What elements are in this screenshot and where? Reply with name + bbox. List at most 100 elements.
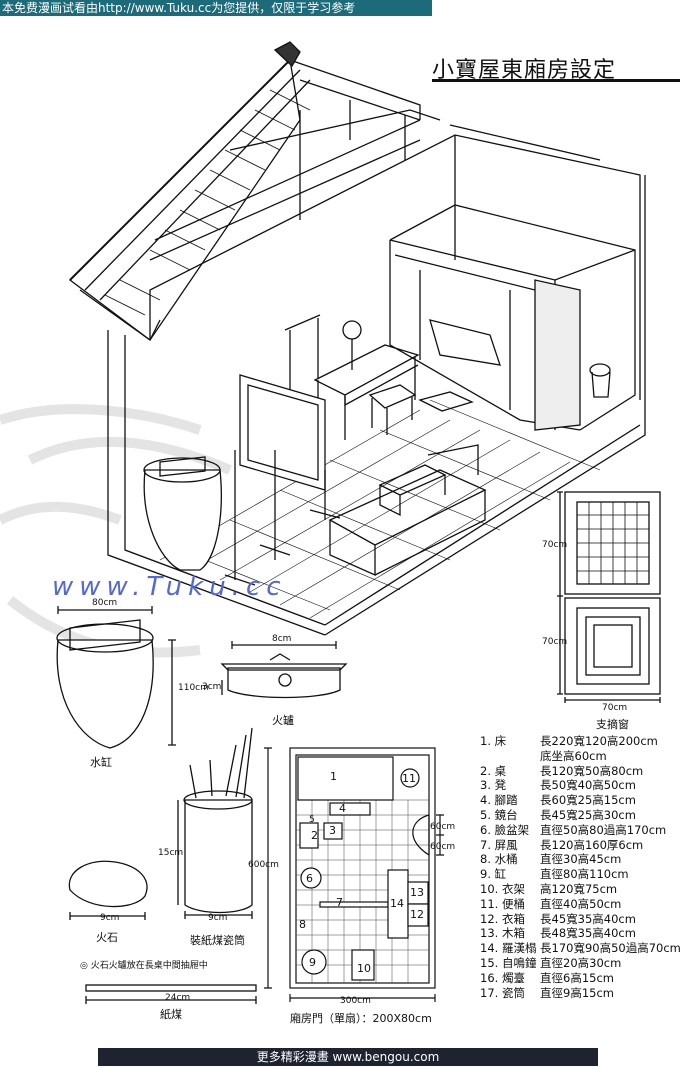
legend-item-spec: 長120寬50高80cm	[540, 763, 644, 778]
legend-row: 4. 腳踏長60寬25高15cm	[474, 793, 694, 808]
paper-coal-length: 24cm	[165, 993, 191, 1003]
legend-row: 9. 缸 直徑80高110cm	[474, 867, 694, 882]
legend-row: 6. 臉盆架直徑50高80過高170cm	[474, 823, 694, 838]
plan-num-13: 13	[410, 886, 424, 899]
paper-coal-label: 紙煤	[160, 1008, 182, 1021]
plan-num-3: 3	[329, 824, 336, 837]
floor-plan	[264, 747, 444, 1002]
legend-item-name	[474, 749, 540, 764]
legend-item-name: 7. 屏風	[480, 837, 518, 852]
legend-item-spec: 直徑80高110cm	[540, 867, 629, 882]
legend-item-name: 17. 瓷筒	[480, 985, 525, 1000]
legend-row: 12. 衣箱長45寬35高40cm	[474, 912, 694, 927]
folding-screen	[224, 374, 341, 586]
water-jar-drawing	[56, 606, 176, 749]
source-banner[interactable]: 本免费漫画试看由http://www.Tuku.cc为您提供，仅限于学习参考	[0, 0, 432, 16]
luohan-bed	[328, 444, 487, 577]
legend-row: 1. 床 長220寬120高200cm	[474, 734, 694, 749]
tuku-watermark: www.Tuku.cc	[52, 572, 287, 602]
legend-item-name: 5. 鏡台	[480, 807, 518, 822]
legend-item-spec: 長120高160厚6cm	[540, 837, 644, 852]
window-width: 70cm	[602, 703, 628, 713]
plan-num-11: 11	[402, 772, 416, 785]
plan-num-7: 7	[336, 896, 343, 909]
legend-item-name: 13. 木箱	[480, 926, 525, 941]
legend-item-name: 16. 燭臺	[480, 970, 525, 985]
legend-item-spec: 長45寬25高30cm	[540, 807, 636, 822]
plan-num-2: 2	[311, 829, 318, 842]
brazier-height: 3cm	[202, 682, 222, 692]
holder-label: 裝紙煤瓷筒	[190, 934, 245, 947]
water-jar-height: 110cm	[178, 683, 209, 693]
water-jar-width: 80cm	[92, 598, 118, 608]
legend-item-name: 11. 便桶	[480, 896, 525, 911]
window-panels	[557, 491, 661, 703]
holder-drawing	[177, 727, 253, 919]
brazier-drawing	[220, 641, 348, 699]
flint-drawing	[68, 860, 148, 920]
placement-note: ◎ 火石火罏放在長桌中間抽屜中	[80, 961, 208, 971]
plan-dim-b: 60cm	[430, 842, 456, 852]
legend-item-spec: 直徑40高50cm	[540, 896, 622, 911]
legend-row: 5. 鏡台 長45寬25高30cm	[474, 808, 694, 823]
room-walls	[107, 100, 646, 636]
legend-item-name: 2. 桌	[480, 763, 507, 778]
brazier-width: 8cm	[272, 634, 292, 644]
legend-row: 15. 自鳴鐘直徑20高30cm	[474, 956, 694, 971]
plan-num-12: 12	[410, 908, 424, 921]
room-water-jar	[143, 456, 222, 571]
legend-item-spec: 長220寬120高200cm	[540, 734, 658, 748]
legend-item-name: 10. 衣架	[480, 881, 525, 896]
legend-item-spec: 長48寬35高40cm	[540, 926, 636, 941]
legend-row: 10. 衣架高120寬75cm	[474, 882, 694, 897]
plan-width: 300cm	[340, 996, 371, 1006]
legend-item-spec: 長60寬25高15cm	[540, 793, 636, 808]
legend-item-name: 15. 自鳴鐘	[480, 955, 537, 970]
legend-row: 8. 水桶直徑30高45cm	[474, 852, 694, 867]
legend-item-spec: 長45寬35高40cm	[540, 911, 636, 926]
holder-height: 15cm	[158, 848, 184, 858]
page-title: 小寶屋東廂房設定	[432, 52, 682, 83]
legend-row: 7. 屏風 長120高160厚6cm	[474, 838, 694, 853]
paper-coal-drawing	[85, 984, 257, 1004]
legend-item-name: 6. 臉盆架	[480, 822, 530, 837]
legend-item-name: 3. 凳	[480, 778, 507, 793]
plan-num-4: 4	[339, 802, 346, 815]
water-jar-label: 水缸	[90, 756, 112, 769]
legend-item-spec: 長50寬40高50cm	[540, 778, 636, 793]
legend-item-spec: 直徑30高45cm	[540, 852, 622, 867]
plan-height: 600cm	[248, 860, 279, 870]
plan-num-6: 6	[306, 872, 313, 885]
legend-item-spec: 直徑50高80過高170cm	[540, 822, 667, 837]
brazier-label: 火罏	[272, 714, 294, 727]
legend-row: 13. 木箱長48寬35高40cm	[474, 926, 694, 941]
plan-num-9: 9	[309, 956, 316, 969]
legend-row: 2. 桌 長120寬50高80cm	[474, 764, 694, 779]
plan-num-10: 10	[357, 962, 371, 975]
title-underline	[432, 79, 680, 82]
legend-row: 16. 燭臺直徑6高15cm	[474, 971, 694, 986]
legend-item-name: 14. 羅漢榻	[480, 941, 537, 956]
window-height-2: 70cm	[542, 637, 568, 647]
window-label: 支摘窗	[596, 718, 629, 731]
plan-num-5: 5	[309, 815, 315, 825]
legend-row: 11. 便桶直徑40高50cm	[474, 897, 694, 912]
legend-item-name: 1. 床	[480, 734, 507, 748]
footer-banner[interactable]: 更多精彩漫畫 www.bengou.com	[98, 1048, 598, 1066]
flint-width: 9cm	[100, 913, 120, 923]
holder-width: 9cm	[208, 913, 228, 923]
flint-label: 火石	[96, 931, 118, 944]
legend-item-spec: 長170寬90高50過高70cm	[540, 941, 681, 956]
window-height-1: 70cm	[542, 540, 568, 550]
legend-item-name: 12. 衣箱	[480, 911, 525, 926]
legend-item-name: 9. 缸	[480, 867, 507, 882]
legend-item-spec: 高120寬75cm	[540, 881, 618, 896]
plan-num-14: 14	[390, 897, 404, 910]
canopy-bed	[389, 204, 636, 431]
legend-row: 14. 羅漢榻長170寬90高50過高70cm	[474, 941, 694, 956]
legend-item-spec: 直徑20高30cm	[540, 955, 622, 970]
legend-item-spec: 底坐高60cm	[540, 748, 607, 763]
legend-row: 17. 瓷筒直徑9高15cm	[474, 986, 694, 1001]
